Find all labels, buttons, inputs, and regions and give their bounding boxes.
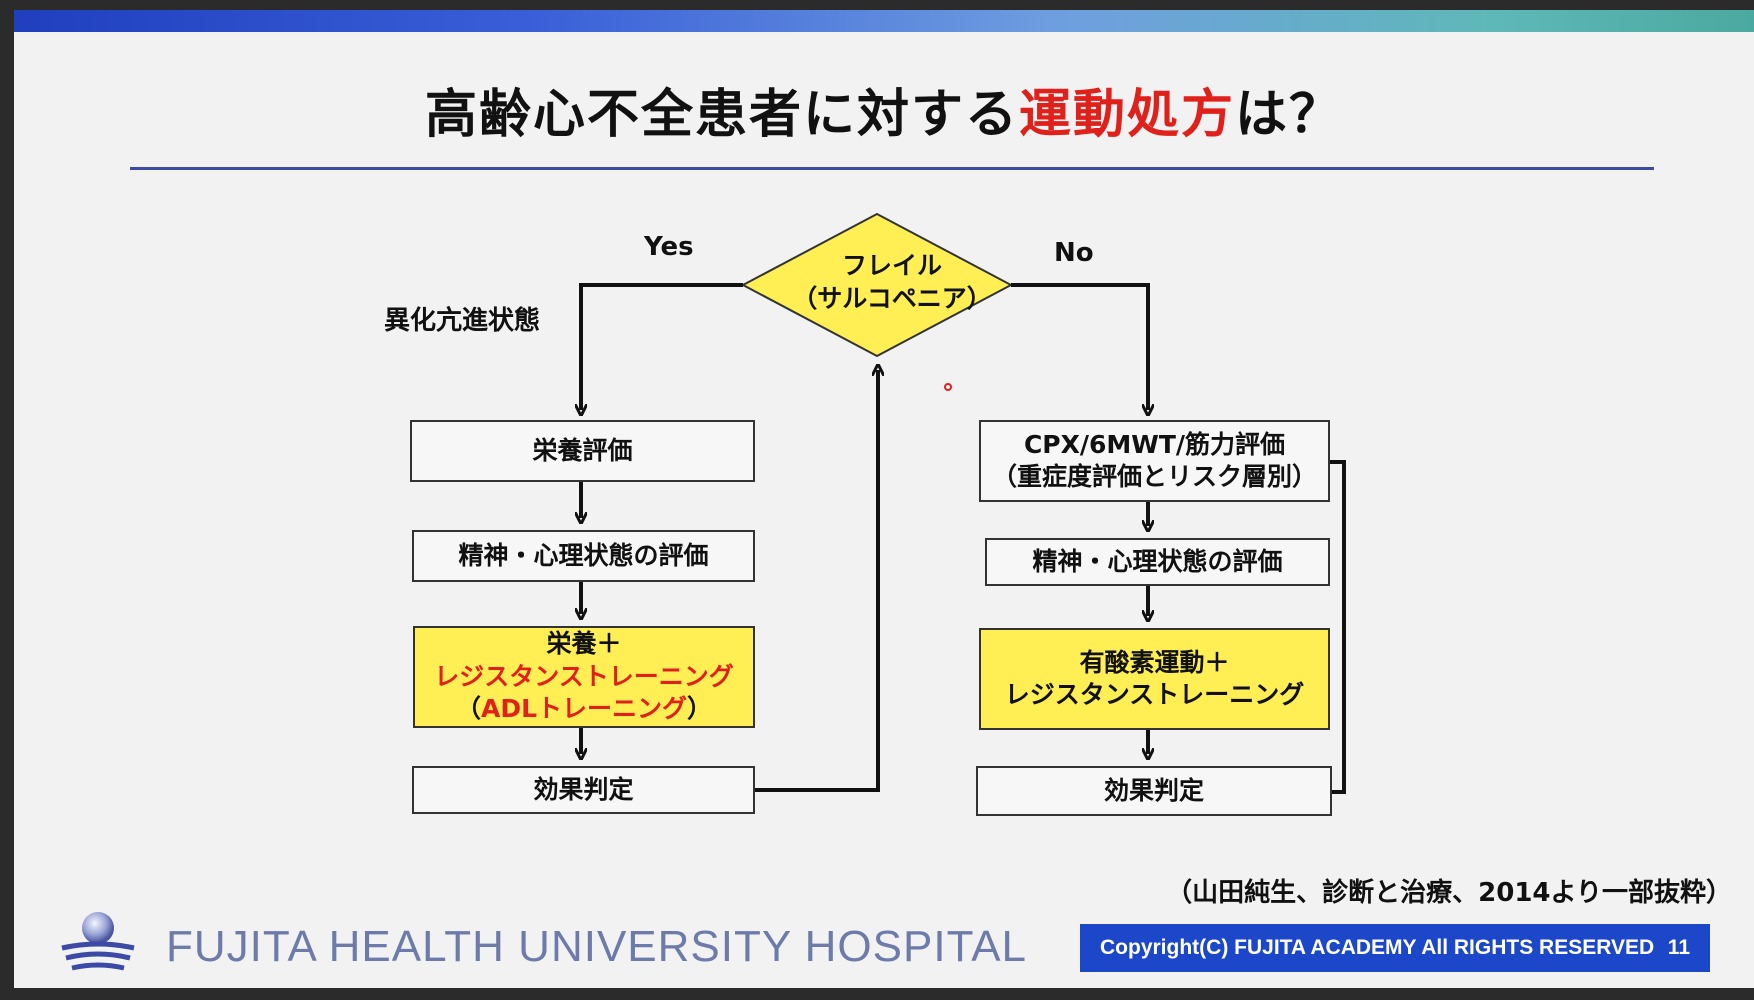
- left-training-paren-close: ）: [687, 694, 713, 724]
- slide-title: 高齢心不全患者に対する運動処方は？: [14, 72, 1754, 147]
- decision-line2: （サルコペニア）: [792, 283, 992, 313]
- right-judgement-text: 効果判定: [1103, 775, 1204, 805]
- right-judgement-box: 効果判定: [976, 766, 1332, 816]
- left-nutrition-eval-text: 栄養評価: [532, 435, 633, 465]
- slide-top-bar: [14, 10, 1754, 32]
- no-connector: [1011, 283, 1148, 410]
- copyright-text: Copyright(C) FUJITA ACADEMY All RIGHTS R…: [1100, 936, 1655, 959]
- hospital-logo-icon: [61, 912, 135, 971]
- right-loop-connector: [1310, 462, 1346, 794]
- decision-diamond: [740, 212, 1014, 358]
- right-training-box: 有酸素運動＋ レジスタンストレーニング: [979, 628, 1330, 730]
- left-judgement-box: 効果判定: [412, 766, 755, 814]
- right-training-line1: 有酸素運動＋: [1079, 647, 1230, 677]
- right-assessment-line1: CPX/6MWT/筋力評価: [1023, 429, 1286, 459]
- left-training-line3: （ADLトレーニング）: [456, 693, 712, 726]
- left-training-line1: 栄養＋: [546, 629, 622, 659]
- yes-label: Yes: [644, 232, 694, 262]
- slide: 高齢心不全患者に対する運動処方は？ フレイル （サルコペニア） Yes No 異…: [14, 10, 1754, 988]
- decision-line1: フレイル: [841, 251, 942, 280]
- flowchart-connectors: [14, 212, 1346, 794]
- right-assessment-box: CPX/6MWT/筋力評価 （重症度評価とリスク層別）: [979, 420, 1330, 502]
- left-training-paren-open: （: [455, 694, 481, 724]
- left-mental-eval-text: 精神・心理状態の評価: [458, 540, 709, 570]
- right-mental-eval-text: 精神・心理状態の評価: [1032, 546, 1283, 576]
- hospital-name: FUJITA HEALTH UNIVERSITY HOSPITAL: [166, 922, 1028, 971]
- left-training-adl: ADLトレーニング: [480, 694, 688, 724]
- title-suffix: は？: [1235, 85, 1344, 145]
- left-training-box: 栄養＋ レジスタンストレーニング （ADLトレーニング）: [413, 626, 755, 728]
- yes-connector: [581, 283, 743, 410]
- catabolic-state-note: 異化亢進状態: [384, 306, 541, 336]
- pointer-dot: [944, 383, 952, 391]
- decision-text: フレイル （サルコペニア）: [756, 250, 1028, 315]
- right-mental-eval-box: 精神・心理状態の評価: [985, 538, 1330, 586]
- copyright-bar: Copyright(C) FUJITA ACADEMY All RIGHTS R…: [1080, 924, 1710, 972]
- title-highlight: 運動処方: [1018, 85, 1235, 145]
- right-training-line2: レジスタンストレーニング: [1004, 680, 1305, 709]
- left-judgement-text: 効果判定: [533, 774, 634, 804]
- no-label: No: [1054, 238, 1094, 268]
- left-loop-connector: [707, 370, 878, 792]
- left-mental-eval-box: 精神・心理状態の評価: [412, 530, 755, 582]
- left-training-line2: レジスタンストレーニング: [434, 661, 734, 691]
- title-prefix: 高齢心不全患者に対する: [424, 85, 1019, 145]
- right-assessment-line2: （重症度評価とリスク層別）: [991, 462, 1317, 491]
- left-nutrition-eval-box: 栄養評価: [410, 420, 755, 482]
- page-number: 11: [1667, 936, 1690, 959]
- source-citation: （山田純生、診断と治療、2014より一部抜粋）: [1166, 878, 1732, 908]
- title-divider: [130, 167, 1654, 170]
